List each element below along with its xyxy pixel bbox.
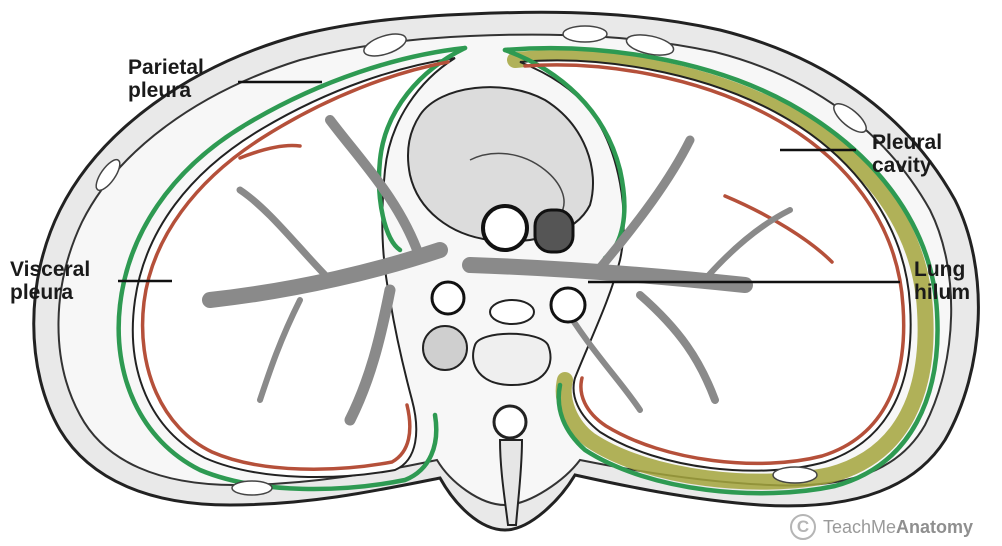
- label-lung-hilum: Lung hilum: [914, 258, 970, 304]
- brand-part2: Anatomy: [896, 517, 973, 537]
- label-hilum-line2: hilum: [914, 281, 970, 304]
- label-cavity-line1: Pleural: [872, 131, 942, 154]
- label-parietal-line2: pleura: [128, 79, 204, 102]
- copyright-c-icon: C: [790, 514, 816, 540]
- label-cavity-line2: cavity: [872, 154, 942, 177]
- watermark-credit: C TeachMeAnatomy: [790, 512, 973, 542]
- label-visceral-line1: Visceral: [10, 258, 90, 281]
- pulmonary-trunk: [535, 210, 573, 252]
- label-pleural-cavity: Pleural cavity: [872, 131, 942, 177]
- brand-part1: TeachMe: [823, 517, 896, 537]
- brand-text: TeachMeAnatomy: [823, 517, 973, 538]
- aorta: [483, 206, 527, 250]
- right-bronchus-section: [551, 288, 585, 322]
- label-visceral-pleura: Visceral pleura: [10, 258, 90, 304]
- label-hilum-line1: Lung: [914, 258, 970, 281]
- label-parietal-line1: Parietal: [128, 56, 204, 79]
- vertebral-body: [473, 334, 550, 385]
- esophagus: [490, 300, 534, 324]
- descending-aorta: [423, 326, 467, 370]
- spinal-canal: [494, 406, 526, 438]
- label-visceral-line2: pleura: [10, 281, 90, 304]
- label-parietal-pleura: Parietal pleura: [128, 56, 204, 102]
- left-bronchus-section: [432, 282, 464, 314]
